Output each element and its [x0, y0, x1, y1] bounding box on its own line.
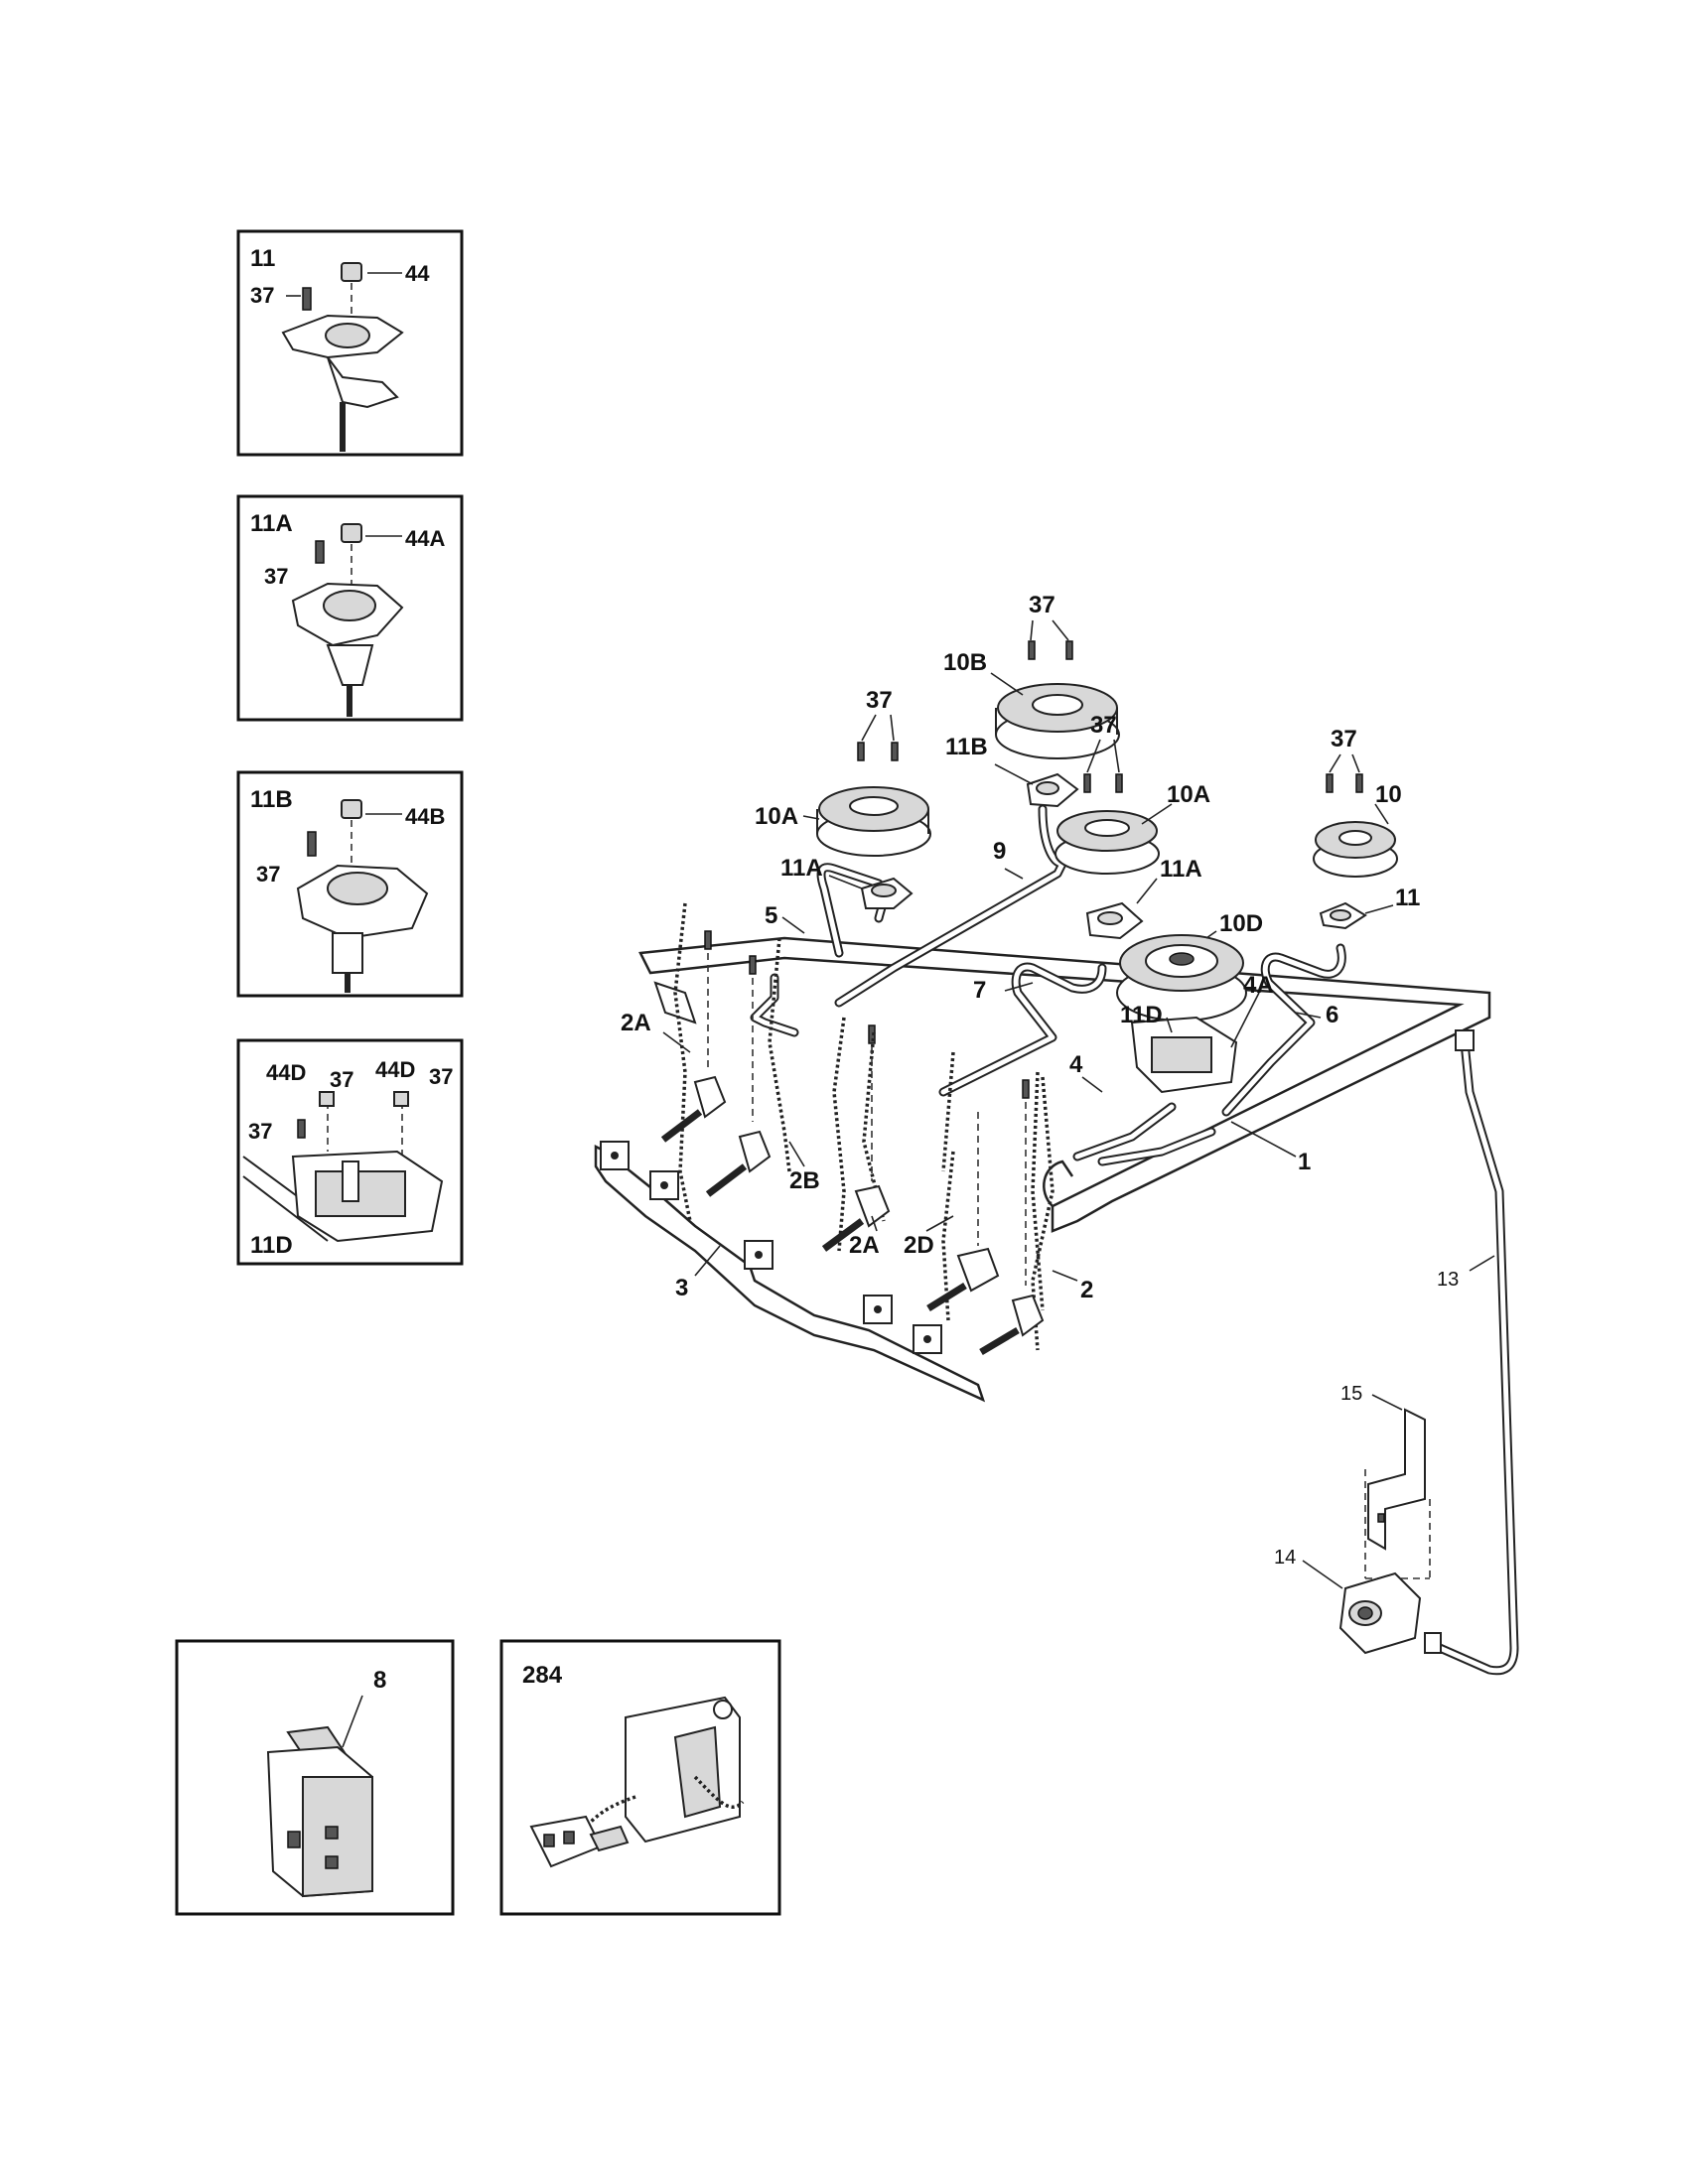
- valve-right-1: [926, 1112, 1000, 1311]
- callout-37-left: 37: [866, 687, 893, 714]
- callout-2b: 2B: [789, 1167, 820, 1194]
- manifold-pipe: [638, 936, 1491, 1233]
- callout-10: 10: [1375, 781, 1402, 808]
- burner-base-11: [1319, 901, 1367, 930]
- burner-base-11b: [1026, 772, 1079, 808]
- inset-11b-label-44b: 44B: [405, 804, 445, 829]
- callout-10d: 10D: [1219, 910, 1263, 937]
- inset-11a-title: 11A: [250, 510, 293, 537]
- inset-11a-box: 11A 37 44A: [236, 494, 464, 722]
- inset-11b-label-37: 37: [256, 862, 280, 887]
- inset-8-title: 8: [373, 1667, 386, 1694]
- spark-module-drawing: [266, 1725, 373, 1898]
- burner-cap-10a-right: [1055, 810, 1160, 875]
- burner-base-11a-left: [860, 877, 914, 909]
- burner-base-11d-drawing: [242, 1091, 444, 1243]
- main-assembly-drawing: [594, 640, 1519, 1676]
- burner-cap-10: [1313, 821, 1398, 878]
- callout-2: 2: [1080, 1277, 1093, 1303]
- callout-14: 14: [1274, 1547, 1296, 1569]
- callout-3: 3: [675, 1275, 688, 1301]
- screws-37: [704, 640, 1363, 1099]
- callout-11a-right: 11A: [1160, 856, 1202, 883]
- callout-2d: 2D: [904, 1232, 934, 1259]
- inset-11d-label-37-left: 37: [248, 1119, 272, 1144]
- callout-9: 9: [993, 838, 1006, 865]
- inset-11a-label-37: 37: [264, 564, 288, 589]
- burner-base-11d: [1130, 1016, 1238, 1094]
- callout-11: 11: [1395, 885, 1420, 911]
- callout-10b: 10B: [943, 649, 987, 676]
- relay-harness-drawing: [529, 1696, 745, 1868]
- callout-2a-mid: 2A: [849, 1232, 880, 1259]
- callout-10a-right: 10A: [1167, 781, 1210, 808]
- callout-6: 6: [1326, 1002, 1338, 1028]
- burner-base-11-drawing: [281, 262, 404, 452]
- burner-cap-10b: [995, 683, 1120, 759]
- inset-8-box: 8: [175, 1639, 455, 1916]
- callout-11a-left: 11A: [780, 855, 823, 882]
- inset-11a-label-44a: 44A: [405, 526, 445, 551]
- callout-11d: 11D: [1120, 1002, 1163, 1028]
- valve-bracket-3: [594, 1141, 986, 1403]
- callout-leaders: [662, 619, 1495, 1589]
- burner-base-11a-right: [1085, 901, 1144, 940]
- valve-mid: [821, 1047, 891, 1252]
- burner-cap-10d: [1116, 934, 1247, 1022]
- callout-15: 15: [1340, 1383, 1362, 1405]
- inset-11b-box: 11B 37 44B: [236, 770, 464, 998]
- inset-11-title: 11: [250, 245, 275, 272]
- inset-11b-title: 11B: [250, 786, 293, 813]
- callout-2a-left: 2A: [621, 1010, 651, 1036]
- callout-37-right: 37: [1331, 726, 1357, 752]
- inset-11-label-37: 37: [250, 283, 274, 308]
- callout-37-top: 37: [1029, 592, 1055, 618]
- callout-labels: 37 10B 37 11B 37 10A 37 10 10A 11A 9 11A…: [621, 592, 1459, 1569]
- inset-11d-label-37-right: 37: [429, 1064, 453, 1089]
- inset-11-box: 11 37 44: [236, 229, 464, 457]
- valve-left-2: [705, 978, 772, 1197]
- inset-11d-title: 11D: [250, 1232, 293, 1259]
- burner-base-11a-drawing: [291, 523, 404, 717]
- inset-284-box: 284: [499, 1639, 781, 1916]
- callout-1: 1: [1298, 1149, 1311, 1175]
- inset-11d-label-44d-right: 44D: [375, 1057, 415, 1082]
- valve-right-2: [979, 1102, 1045, 1356]
- valve-left-1: [660, 953, 727, 1143]
- callout-4: 4: [1069, 1051, 1083, 1078]
- inset-11-label-44: 44: [405, 261, 430, 286]
- mounting-bracket-15: [1364, 1408, 1431, 1579]
- inset-284-title: 284: [522, 1662, 563, 1689]
- inset-11d-label-44d-left: 44D: [266, 1060, 306, 1085]
- pressure-regulator-14: [1338, 1571, 1422, 1655]
- callout-11b: 11B: [945, 734, 988, 760]
- callout-37-mid: 37: [1090, 712, 1117, 739]
- inset-11d-box: 44D 37 44D 37 37 11D: [236, 1038, 464, 1266]
- callout-13: 13: [1437, 1269, 1459, 1291]
- callout-10a-left: 10A: [755, 803, 798, 830]
- pressure-tube-13: [1424, 1029, 1519, 1676]
- callout-4a: 4A: [1243, 972, 1274, 999]
- burner-cap-10a-left: [816, 786, 931, 857]
- burner-base-11b-drawing: [296, 799, 429, 993]
- callout-7: 7: [973, 977, 986, 1004]
- inset-11d-label-37-top: 37: [330, 1067, 353, 1092]
- callout-5: 5: [765, 902, 777, 929]
